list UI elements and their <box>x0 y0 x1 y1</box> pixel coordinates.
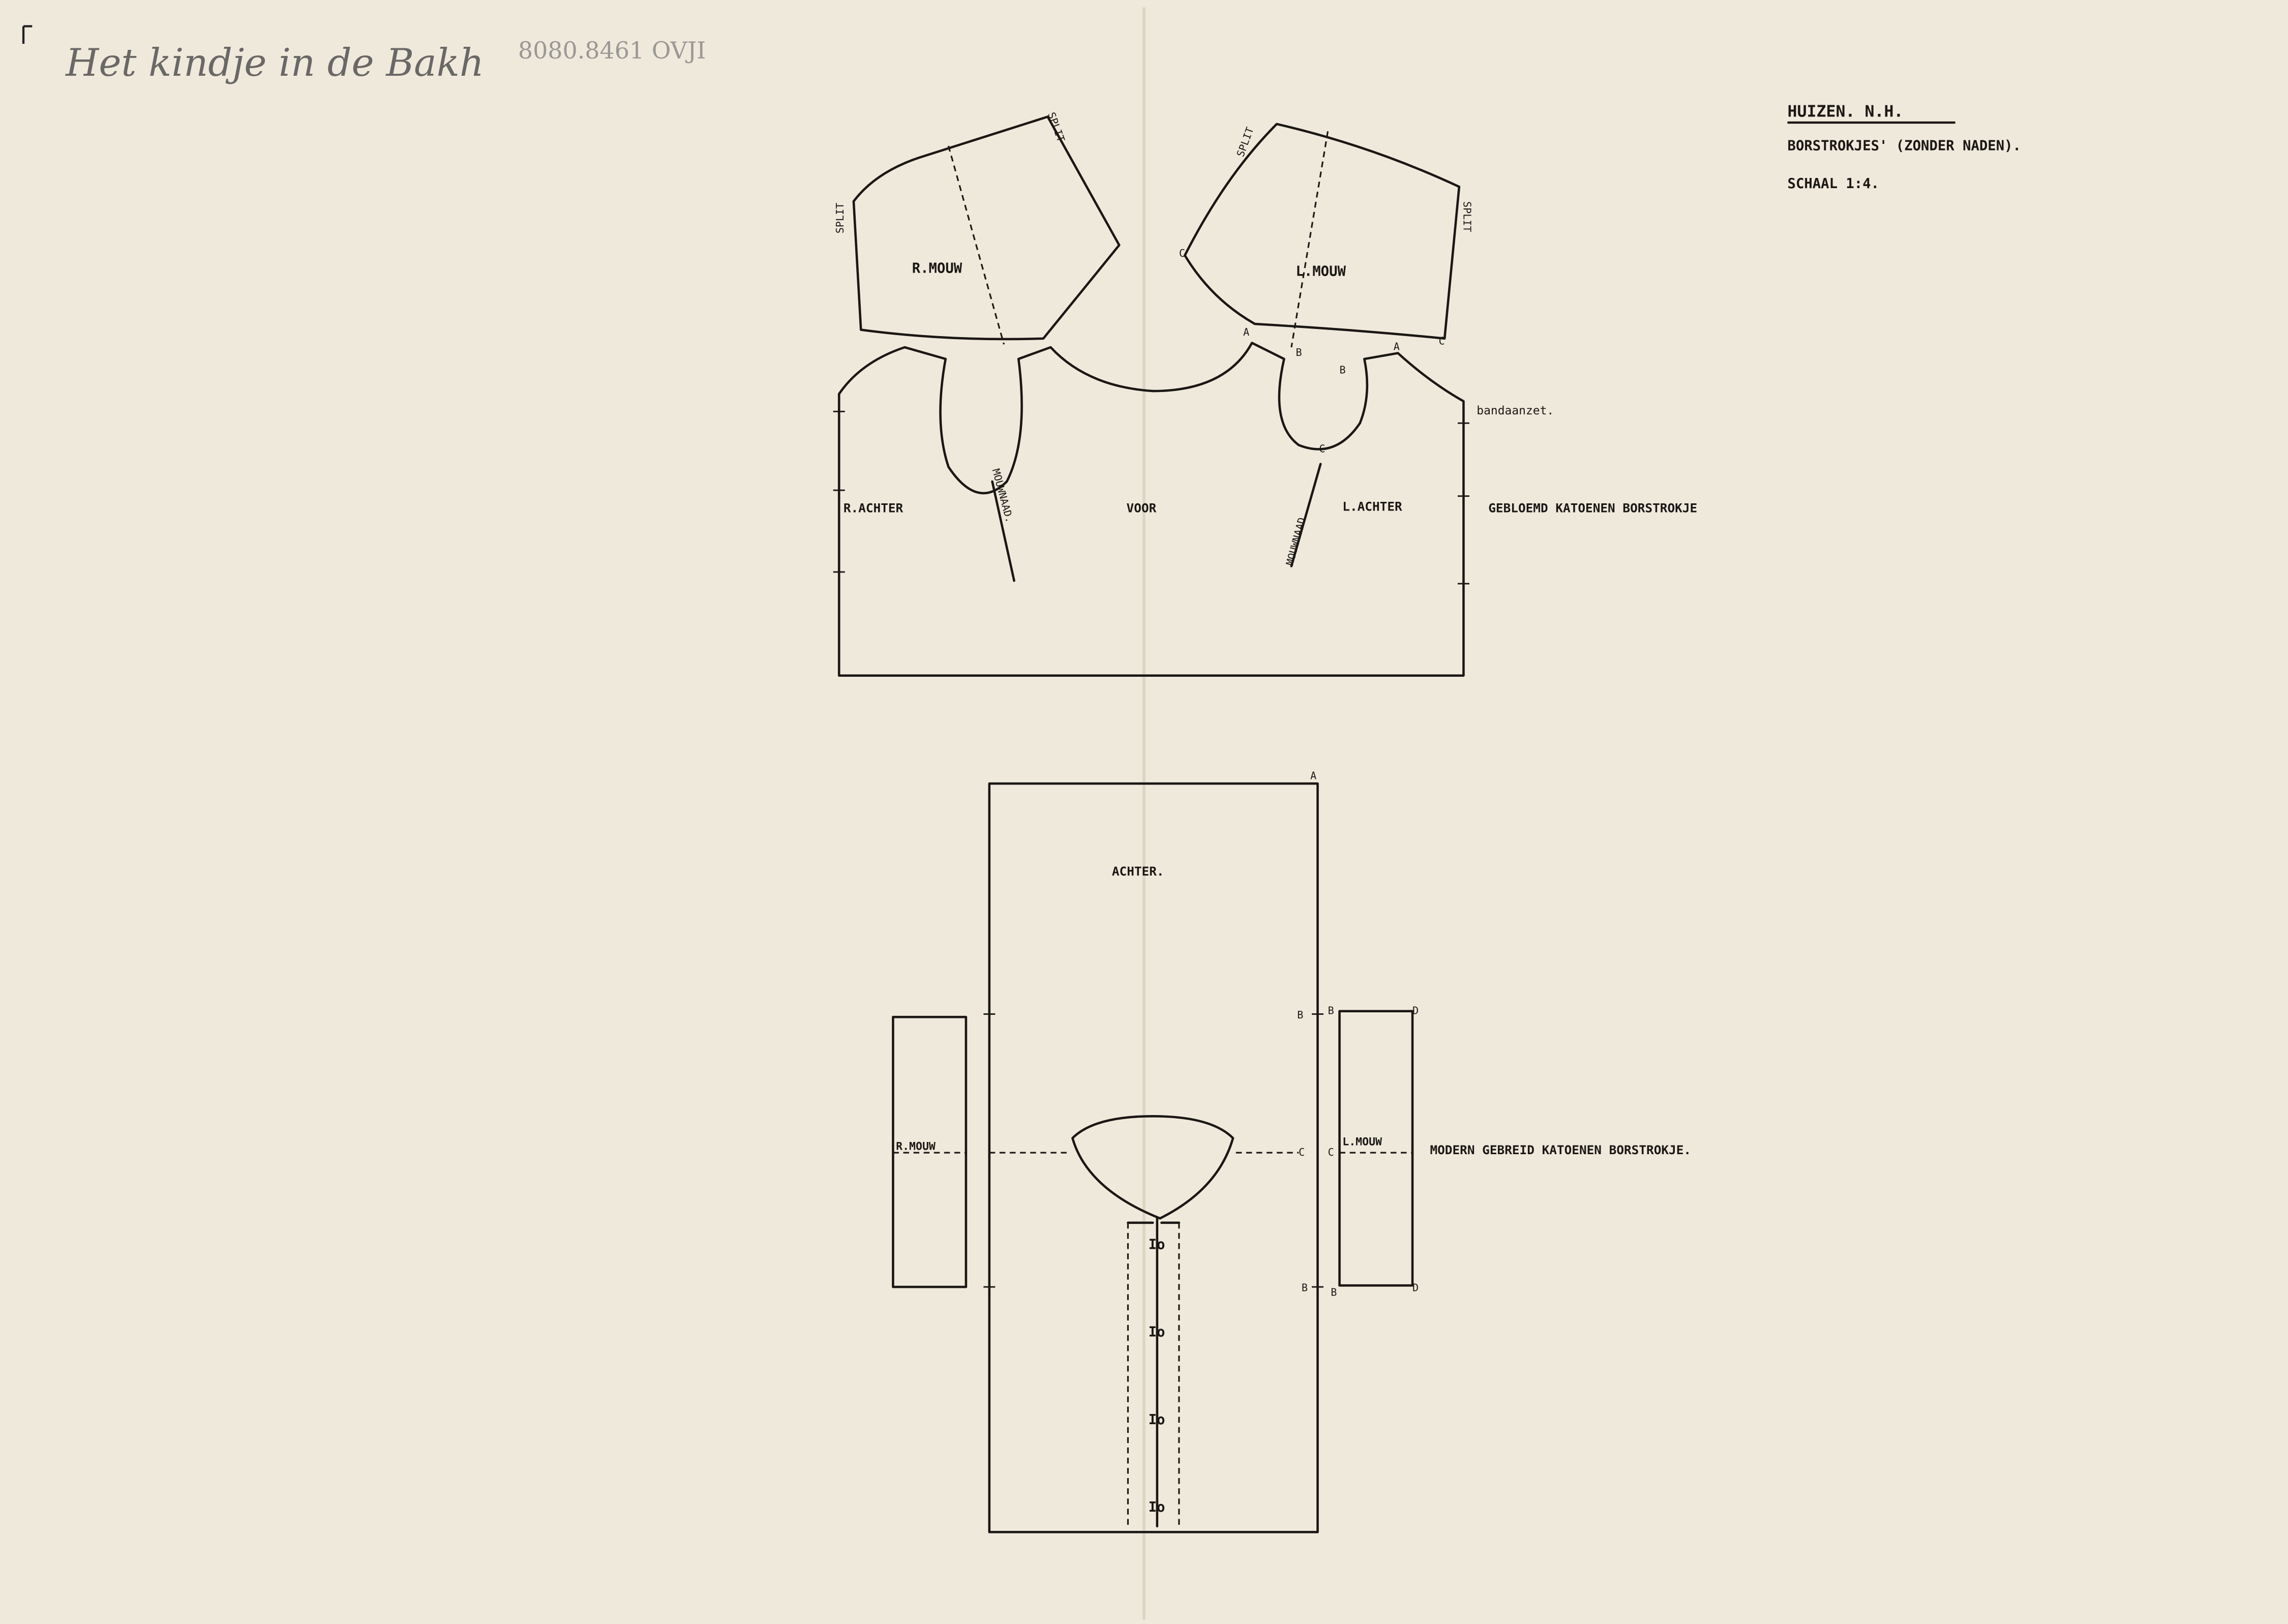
right-sleeve-piece <box>852 115 1121 341</box>
corner-mark <box>22 25 33 44</box>
point-c-armhole: C <box>1319 443 1325 455</box>
bodice-piece <box>837 342 1465 677</box>
point-c-right: C <box>1439 335 1445 347</box>
tick-marks <box>983 1013 1323 1288</box>
handwritten-note: Het kindje in de Bakh <box>65 41 484 85</box>
point-b: B <box>1297 1009 1303 1021</box>
left-sleeve-seam <box>1290 463 1322 567</box>
point-b: B <box>1331 1286 1337 1298</box>
right-sleeve-piece <box>892 1015 968 1288</box>
point-c: C <box>1328 1146 1334 1158</box>
button: Io <box>1149 1325 1165 1340</box>
bottom-pattern-caption: MODERN GEBREID KATOENEN BORSTROKJE. <box>1430 1142 1691 1157</box>
point-c-left: C <box>1179 247 1185 259</box>
point-c: C <box>1299 1146 1305 1158</box>
left-sleeve-label: L.MOUW <box>1342 1136 1382 1149</box>
paper <box>20 0 2288 1624</box>
top-pattern: R.MOUW L.MOUW SPLIT SPLIT SPLIT SPLIT A … <box>833 110 1697 677</box>
point-b-right: B <box>1340 364 1346 376</box>
left-sleeve-label: L.MOUW <box>1296 263 1346 279</box>
point-d: D <box>1412 1282 1419 1294</box>
neck-opening <box>1071 1115 1235 1220</box>
point-a: A <box>1310 769 1316 781</box>
button: Io <box>1149 1412 1165 1428</box>
point-a-left: A <box>1243 326 1249 338</box>
header-place: HUIZEN. N.H. <box>1788 103 1904 121</box>
left-sleeve-piece <box>1184 123 1461 340</box>
point-b: B <box>1302 1282 1308 1294</box>
header-scale: SCHAAL 1:4. <box>1788 176 1879 192</box>
inventory-number: 8080.8461 OVJI <box>518 37 706 64</box>
split-label-right-side: SPLIT <box>834 203 846 233</box>
left-back-label: L.ACHTER <box>1342 499 1402 514</box>
right-sleeve-label: R.MOUW <box>912 261 962 277</box>
split-label-left-side: SPLIT <box>1461 201 1473 232</box>
front-label: VOOR <box>1127 500 1157 515</box>
left-sleeve-piece <box>1338 1010 1414 1287</box>
point-d: D <box>1412 1004 1419 1016</box>
right-sleeve-seam <box>991 480 1015 582</box>
band-label: bandaanzet. <box>1477 404 1554 417</box>
right-sleeve-grainline <box>947 145 1005 345</box>
button: Io <box>1149 1237 1165 1252</box>
top-pattern-caption: GEBLOEMD KATOENEN BORSTROKJE <box>1488 500 1697 515</box>
back-piece <box>988 782 1319 1533</box>
back-label: ACHTER. <box>1112 864 1164 879</box>
bottom-pattern: A ACHTER. Io Io Io Io R.MOUW L.MOUW B B … <box>892 769 1691 1533</box>
right-sleeve-label: R.MOUW <box>896 1140 936 1153</box>
point-a-right: A <box>1394 341 1400 353</box>
point-b: B <box>1328 1004 1334 1016</box>
button: Io <box>1149 1499 1165 1515</box>
right-back-label: R.ACHTER <box>844 500 904 515</box>
point-b-left: B <box>1296 346 1302 358</box>
header-title: BORSTROKJES' (ZONDER NADEN). <box>1788 138 2021 154</box>
tick-marks <box>833 410 1469 585</box>
